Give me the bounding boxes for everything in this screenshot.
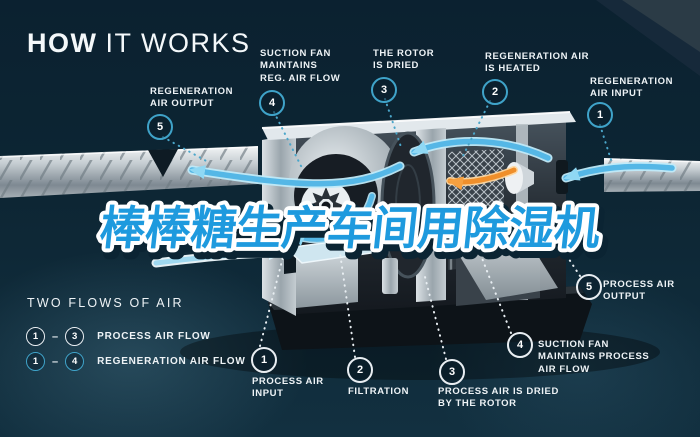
machine-body (261, 111, 592, 350)
legend-row-process: 1 – 3 PROCESS AIR FLOW (26, 327, 211, 346)
badge-number: 1 (596, 109, 604, 121)
fan-swirl-arrow (289, 193, 375, 246)
badge-number: 3 (380, 84, 388, 96)
left-duct (0, 146, 259, 198)
badge-regen-1: 1 (587, 102, 613, 128)
callout-process-dried: PROCESS AIR IS DRIED BY THE ROTOR (438, 386, 559, 410)
callout-filtration: FILTRATION (348, 386, 410, 397)
heated-air-arrow (447, 167, 517, 191)
callout-regen-heated: REGENERATION AIR IS HEATED (485, 51, 590, 75)
callout-suction-fan-reg: SUCTION FAN MAINTAINS REG. AIR FLOW (260, 48, 341, 84)
legend-number: 1 (32, 356, 39, 367)
regen-flow-arrow-to-duct (189, 163, 403, 187)
filter-slab (284, 237, 380, 264)
badge-regen-3: 3 (371, 77, 397, 103)
regen-input-arrow (563, 163, 675, 181)
title-bold: HOW (27, 28, 98, 58)
legend-circle-1-white: 1 (26, 327, 45, 346)
motor (382, 258, 398, 294)
badge-process-4: 4 (507, 332, 533, 358)
legend-row-regeneration: 1 – 4 REGENERATION AIR FLOW (26, 352, 246, 371)
callout-rotor-dried: THE ROTOR IS DRIED (373, 48, 435, 72)
duct-notch (148, 149, 178, 177)
rotor (380, 131, 436, 279)
badge-process-2: 2 (347, 357, 373, 383)
badge-number: 4 (268, 97, 276, 109)
callout-process-air-output: PROCESS AIR OUTPUT (603, 279, 675, 303)
regen-flow-arrow-top (411, 138, 551, 161)
legend-number: 3 (71, 331, 78, 342)
corner-duct (596, 0, 700, 76)
badge-number: 1 (260, 354, 268, 366)
filter-box (296, 248, 358, 308)
legend-label-process: PROCESS AIR FLOW (97, 331, 211, 342)
leader-lines (162, 98, 613, 360)
process-input-arrow (153, 246, 285, 266)
callout-regen-input: REGENERATION AIR INPUT (590, 76, 674, 100)
legend-dash: – (52, 355, 59, 368)
badge-number: 2 (356, 364, 364, 376)
process-output-arrow (538, 235, 573, 250)
badge-number: 2 (491, 86, 499, 98)
legend-circle-4-blue: 4 (65, 352, 85, 371)
badge-number: 5 (156, 121, 164, 133)
callout-suction-fan-process: SUCTION FAN MAINTAINS PROCESS AIR FLOW (538, 339, 650, 375)
badge-regen-4: 4 (259, 90, 285, 116)
machine-left-panel (262, 134, 296, 316)
legend-number: 1 (32, 331, 39, 342)
legend-circle-3-white: 3 (65, 327, 85, 346)
badge-regen-2: 2 (482, 79, 508, 105)
callout-process-air-input: PROCESS AIR INPUT (252, 376, 324, 400)
legend-heading: TWO FLOWS OF AIR (27, 296, 184, 310)
badge-process-1: 1 (251, 347, 277, 373)
badge-regen-5: 5 (147, 114, 173, 140)
legend-label-regeneration: REGENERATION AIR FLOW (97, 356, 246, 367)
legend-dash: – (52, 330, 59, 343)
badge-process-3: 3 (439, 359, 465, 385)
legend-number: 4 (71, 356, 78, 367)
legend-circle-1-blue: 1 (26, 352, 45, 371)
badge-process-5: 5 (576, 274, 602, 300)
title-light: IT WORKS (105, 28, 251, 58)
badge-number: 5 (585, 281, 593, 293)
callout-regeneration-air-output: REGENERATION AIR OUTPUT (150, 86, 234, 110)
badge-number: 3 (448, 366, 456, 378)
fan-blades (307, 187, 345, 225)
badge-number: 4 (516, 339, 524, 351)
air-flow-arrows (151, 137, 677, 268)
